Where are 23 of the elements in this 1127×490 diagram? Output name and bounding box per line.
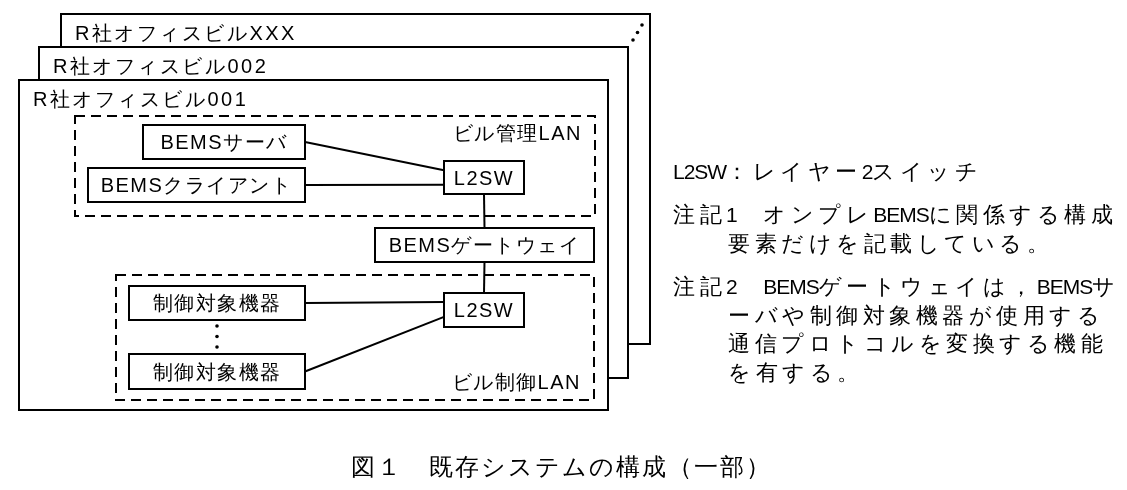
device-box: 制御対象機器 — [128, 285, 306, 321]
building-name: R社オフィスビル001 — [33, 87, 249, 111]
switch-box: L2SW — [443, 292, 525, 328]
server-box: BEMSサーバ — [142, 124, 306, 160]
network-link — [304, 141, 445, 172]
network-link — [304, 315, 445, 373]
network-link — [483, 193, 486, 229]
network-link — [304, 183, 445, 186]
building-name: R社オフィスビルXXX — [75, 21, 297, 45]
gateway-box: BEMSゲートウェイ — [374, 227, 595, 263]
network-name: ビル制御LAN — [451, 370, 581, 394]
network-group — [115, 274, 595, 401]
building-card — [18, 79, 609, 411]
network-name: ビル管理LAN — [452, 121, 582, 145]
network-link — [483, 261, 486, 294]
figure-caption: 図１ 既存システムの構成（一部） — [350, 452, 772, 482]
network-link — [304, 301, 445, 304]
switch-box: L2SW — [443, 160, 525, 195]
client-box: BEMSクライアント — [87, 167, 306, 203]
network-group — [74, 115, 596, 217]
device-box: 制御対象機器 — [128, 353, 306, 390]
building-name: R社オフィスビル002 — [53, 54, 269, 78]
footnote: 注記2 BEMSゲートウェイは，BEMSサーバや制御対象機器が使用する通信プロトコルを変換する機能を有する。 — [673, 273, 1120, 387]
